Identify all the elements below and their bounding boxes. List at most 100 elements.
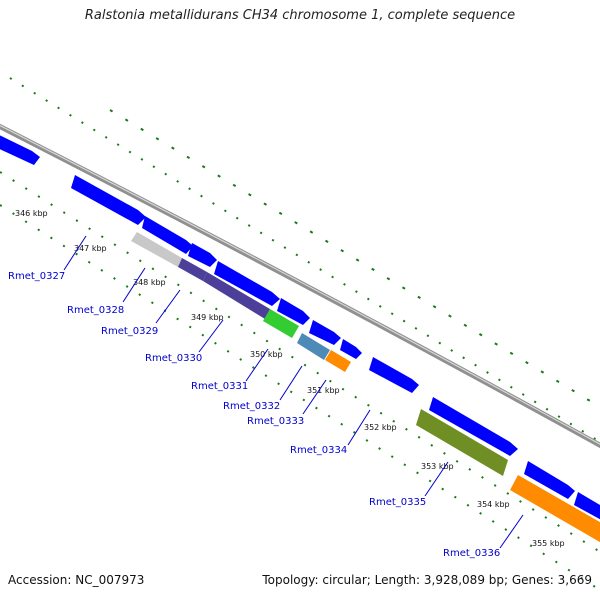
guide-tick bbox=[49, 236, 53, 240]
guide-tick bbox=[278, 347, 282, 351]
cds-feature[interactable] bbox=[0, 133, 40, 165]
gene-label-rmet-0328[interactable]: Rmet_0328 bbox=[67, 305, 124, 316]
cds-feature[interactable] bbox=[188, 243, 217, 267]
guide-tick bbox=[355, 258, 360, 262]
guide-tick bbox=[455, 459, 459, 463]
guide-tick bbox=[414, 327, 418, 330]
guide-tick bbox=[481, 476, 484, 479]
scale-label: 355 kbp bbox=[532, 539, 565, 548]
guide-tick bbox=[466, 503, 470, 507]
scale-label: 354 kbp bbox=[477, 500, 510, 509]
cds-feature-rmet-0331[interactable] bbox=[263, 309, 299, 338]
guide-tick bbox=[367, 403, 370, 407]
guide-tick bbox=[592, 584, 596, 588]
cds-feature-rmet-0335[interactable] bbox=[416, 409, 508, 476]
guide-tick bbox=[302, 398, 306, 402]
cds-feature[interactable] bbox=[309, 320, 341, 345]
guide-tick bbox=[186, 155, 191, 160]
guide-tick bbox=[478, 333, 483, 337]
guide-tick bbox=[519, 500, 522, 503]
guide-tick bbox=[462, 356, 466, 360]
cds-feature[interactable] bbox=[524, 461, 575, 499]
guide-tick bbox=[214, 341, 217, 345]
guide-tick bbox=[569, 532, 573, 535]
gene-label-rmet-0332[interactable]: Rmet_0332 bbox=[223, 401, 280, 412]
gene-label-rmet-0330[interactable]: Rmet_0330 bbox=[145, 353, 202, 364]
guide-tick bbox=[428, 479, 432, 483]
guide-tick bbox=[354, 395, 358, 399]
leader-line bbox=[499, 514, 524, 549]
guide-tick bbox=[152, 165, 156, 169]
guide-tick bbox=[248, 193, 252, 197]
cds-feature[interactable] bbox=[574, 492, 600, 522]
guide-tick bbox=[580, 576, 583, 580]
guide-tick bbox=[264, 374, 268, 378]
guide-tick bbox=[557, 524, 560, 527]
guide-tick bbox=[126, 251, 129, 255]
cds-feature[interactable] bbox=[214, 261, 280, 306]
guide-tick bbox=[277, 382, 280, 386]
gene-label-rmet-0334[interactable]: Rmet_0334 bbox=[290, 445, 347, 456]
cds-feature[interactable] bbox=[369, 357, 419, 393]
guide-tick bbox=[289, 390, 293, 394]
guide-tick bbox=[341, 387, 345, 391]
cds-feature-rmet-0330[interactable] bbox=[203, 272, 270, 319]
gene-label-rmet-0327[interactable]: Rmet_0327 bbox=[8, 271, 65, 282]
cds-feature-rmet-0329[interactable] bbox=[178, 258, 207, 281]
scale-labels: 346 kbp 347 kbp 348 kbp 349 kbp 350 kbp … bbox=[15, 209, 565, 548]
cds-feature-rmet-0328[interactable] bbox=[131, 232, 182, 267]
leader-line bbox=[279, 365, 303, 401]
gene-label-rmet-0333[interactable]: Rmet_0333 bbox=[247, 416, 304, 427]
guide-tick bbox=[479, 511, 482, 515]
gene-label-rmet-0329[interactable]: Rmet_0329 bbox=[101, 326, 158, 337]
guide-tick bbox=[371, 267, 375, 272]
gene-label-rmet-0336[interactable]: Rmet_0336 bbox=[443, 548, 500, 559]
guide-tick bbox=[176, 180, 180, 183]
guide-tick bbox=[75, 252, 78, 256]
guide-tick bbox=[378, 447, 381, 450]
cds-feature[interactable] bbox=[277, 298, 310, 325]
guide-tick bbox=[75, 219, 79, 223]
guide-tick bbox=[100, 235, 104, 239]
guide-tick bbox=[24, 220, 28, 224]
gene-label-rmet-0331[interactable]: Rmet_0331 bbox=[191, 381, 248, 392]
guide-tick bbox=[290, 355, 294, 359]
guide-tick bbox=[378, 304, 382, 308]
guide-tick bbox=[188, 187, 191, 191]
guide-tick bbox=[491, 520, 495, 523]
cds-feature[interactable] bbox=[142, 216, 193, 254]
cds-feature[interactable] bbox=[340, 339, 362, 359]
guide-tick bbox=[200, 194, 203, 198]
guide-tick bbox=[463, 323, 468, 327]
guide-tick bbox=[309, 230, 314, 234]
guide-tick bbox=[12, 179, 15, 182]
guide-tick bbox=[217, 174, 221, 178]
guide-tick bbox=[247, 224, 251, 227]
guide-tick bbox=[540, 370, 545, 374]
cds-feature[interactable] bbox=[71, 175, 146, 225]
guide-tick bbox=[100, 268, 104, 272]
guide-tick bbox=[57, 106, 60, 110]
guide-tick bbox=[138, 293, 142, 297]
cds-feature[interactable] bbox=[429, 397, 518, 456]
guide-tick bbox=[164, 275, 167, 279]
guide-tick bbox=[569, 422, 573, 426]
guide-tick bbox=[504, 528, 508, 531]
guide-tick bbox=[307, 260, 311, 264]
guide-tick bbox=[140, 157, 144, 161]
guide-tick bbox=[586, 398, 591, 402]
cds-feature-rmet-0332[interactable] bbox=[297, 333, 330, 360]
guide-tick bbox=[62, 244, 66, 248]
cds-feature-rmet-0336[interactable] bbox=[510, 475, 600, 545]
guide-tick bbox=[340, 249, 344, 253]
cds-feature-rmet-0333[interactable] bbox=[325, 350, 351, 372]
guide-tick bbox=[125, 285, 129, 288]
guide-tick bbox=[87, 260, 91, 264]
guide-tick bbox=[116, 143, 120, 147]
leader-line bbox=[302, 379, 327, 415]
gene-label-rmet-0335[interactable]: Rmet_0335 bbox=[369, 497, 426, 508]
guide-tick bbox=[545, 407, 549, 411]
guide-tick bbox=[417, 295, 421, 299]
gene-labels: Rmet_0327 Rmet_0328 Rmet_0329 Rmet_0330 … bbox=[8, 271, 500, 559]
